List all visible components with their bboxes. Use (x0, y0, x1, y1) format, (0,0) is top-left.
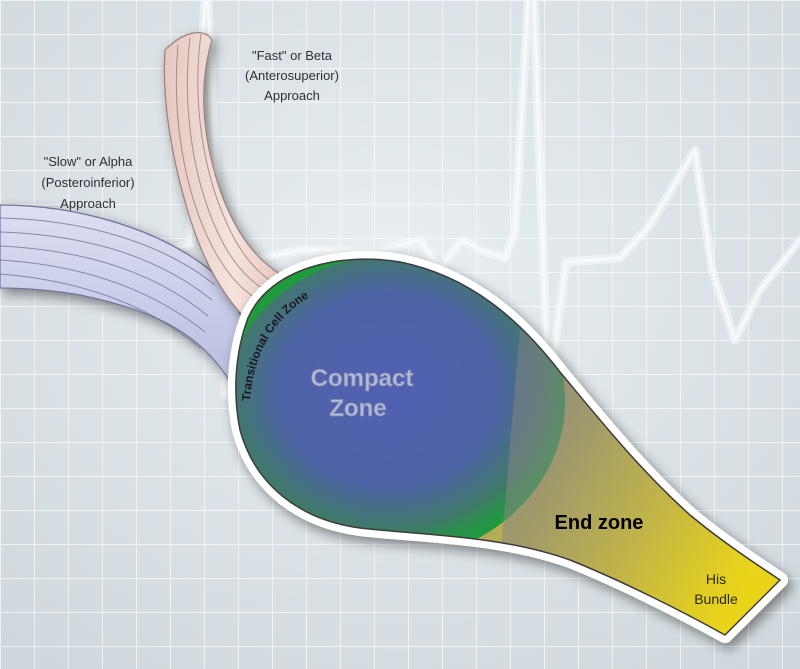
fast-label-line2: (Anterosuperior) (245, 68, 339, 83)
fast-label-line3: Approach (264, 88, 320, 103)
compact-zone-label: Compact Zone (310, 365, 414, 423)
slow-pathway-label: "Slow" or Alpha (Posteroinferior) Approa… (41, 154, 134, 211)
fast-label-line1: "Fast" or Beta (252, 48, 333, 63)
fast-pathway (163, 32, 302, 331)
his-label-line1: His (706, 571, 726, 587)
compact-zone (235, 259, 565, 555)
slow-label-line1: "Slow" or Alpha (44, 154, 133, 169)
av-node-body (227, 251, 788, 643)
slow-label-line3: Approach (60, 196, 116, 211)
his-bundle-label: His Bundle (694, 571, 738, 607)
end-zone-label: End zone (555, 512, 644, 534)
compact-label-line1: Compact (311, 365, 414, 392)
his-label-line2: Bundle (694, 591, 738, 607)
slow-label-line2: (Posteroinferior) (41, 175, 134, 190)
fast-pathway-label: "Fast" or Beta (Anterosuperior) Approach (245, 48, 339, 103)
compact-label-line2: Zone (329, 395, 386, 422)
